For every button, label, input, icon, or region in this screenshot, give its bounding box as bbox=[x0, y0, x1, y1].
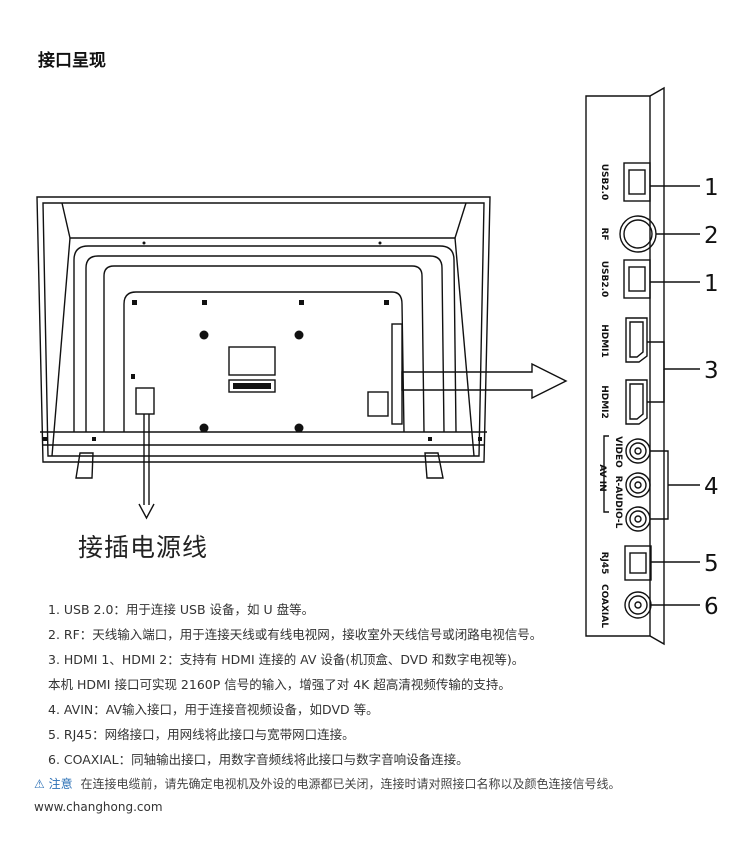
screw-holes bbox=[43, 241, 482, 441]
desc-hdmi-4k: 本机 HDMI 接口可实现 2160P 信号的输入，增强了对 4K 超高清视频传… bbox=[48, 677, 511, 692]
desc-avin: 4. AVIN：AV输入接口，用于连接音视频设备，如DVD 等。 bbox=[48, 702, 379, 717]
usb-bottom-label: USB2.0 bbox=[599, 261, 609, 298]
port-label-group: USB2.0 RF USB2.0 HDMI1 HDMI2 VIDEO AV IN… bbox=[597, 164, 623, 629]
callout-4: 4 bbox=[704, 474, 719, 500]
vesa-label-marks bbox=[233, 383, 271, 389]
safety-note: ⚠ 注意 在连接电缆前，请先确定电视机及外设的电源都已关闭，连接时请对照接口名称… bbox=[34, 775, 620, 792]
warning-triangle-icon: ⚠ bbox=[34, 777, 45, 791]
callout-6: 6 bbox=[704, 594, 719, 620]
callout-3: 3 bbox=[704, 358, 719, 384]
desc-hdmi: 3. HDMI 1、HDMI 2：支持有 HDMI 连接的 AV 设备(机顶盒、… bbox=[48, 652, 525, 667]
power-cord-label: 接插电源线 bbox=[78, 533, 209, 562]
note-text: 在连接电缆前，请先确定电视机及外设的电源都已关闭，连接时请对照接口名称以及颜色连… bbox=[80, 777, 621, 791]
usb-top-label: USB2.0 bbox=[599, 164, 609, 201]
desc-usb: 1. USB 2.0：用于连接 USB 设备，如 U 盘等。 bbox=[48, 602, 315, 617]
desc-rj45: 5. RJ45：网络接口，用网线将此接口与宽带网口连接。 bbox=[48, 727, 355, 742]
av-in-label: AV IN bbox=[597, 464, 607, 491]
page-title: 接口呈现 bbox=[38, 51, 106, 71]
desc-coaxial: 6. COAXIAL：同轴输出接口，用数字音频线将此接口与数字音响设备连接。 bbox=[48, 752, 469, 767]
desc-rf: 2. RF：天线输入端口，用于连接天线或有线电视网，接收室外天线信号或闭路电视信… bbox=[48, 627, 543, 642]
callout-5: 5 bbox=[704, 551, 719, 577]
audio-label: R-AUDIO-L bbox=[613, 476, 623, 529]
callout-1-top: 1 bbox=[704, 175, 719, 201]
rf-label: RF bbox=[599, 227, 609, 240]
tv-back-outline bbox=[36, 196, 568, 520]
callout-2: 2 bbox=[704, 223, 719, 249]
hdmi1-label: HDMI1 bbox=[599, 324, 609, 358]
coaxial-label: COAXIAL bbox=[599, 584, 609, 628]
hdmi2-label: HDMI2 bbox=[599, 385, 609, 419]
callout-1-bottom: 1 bbox=[704, 271, 719, 297]
video-label: VIDEO bbox=[613, 436, 623, 468]
website-link[interactable]: www.changhong.com bbox=[34, 800, 163, 814]
callout-leaders bbox=[647, 185, 700, 606]
callout-numbers: 1 2 1 3 4 5 6 bbox=[704, 175, 719, 620]
connector-panel bbox=[585, 86, 665, 646]
rj45-label: RJ45 bbox=[599, 552, 609, 575]
note-label: 注意 bbox=[48, 777, 73, 791]
